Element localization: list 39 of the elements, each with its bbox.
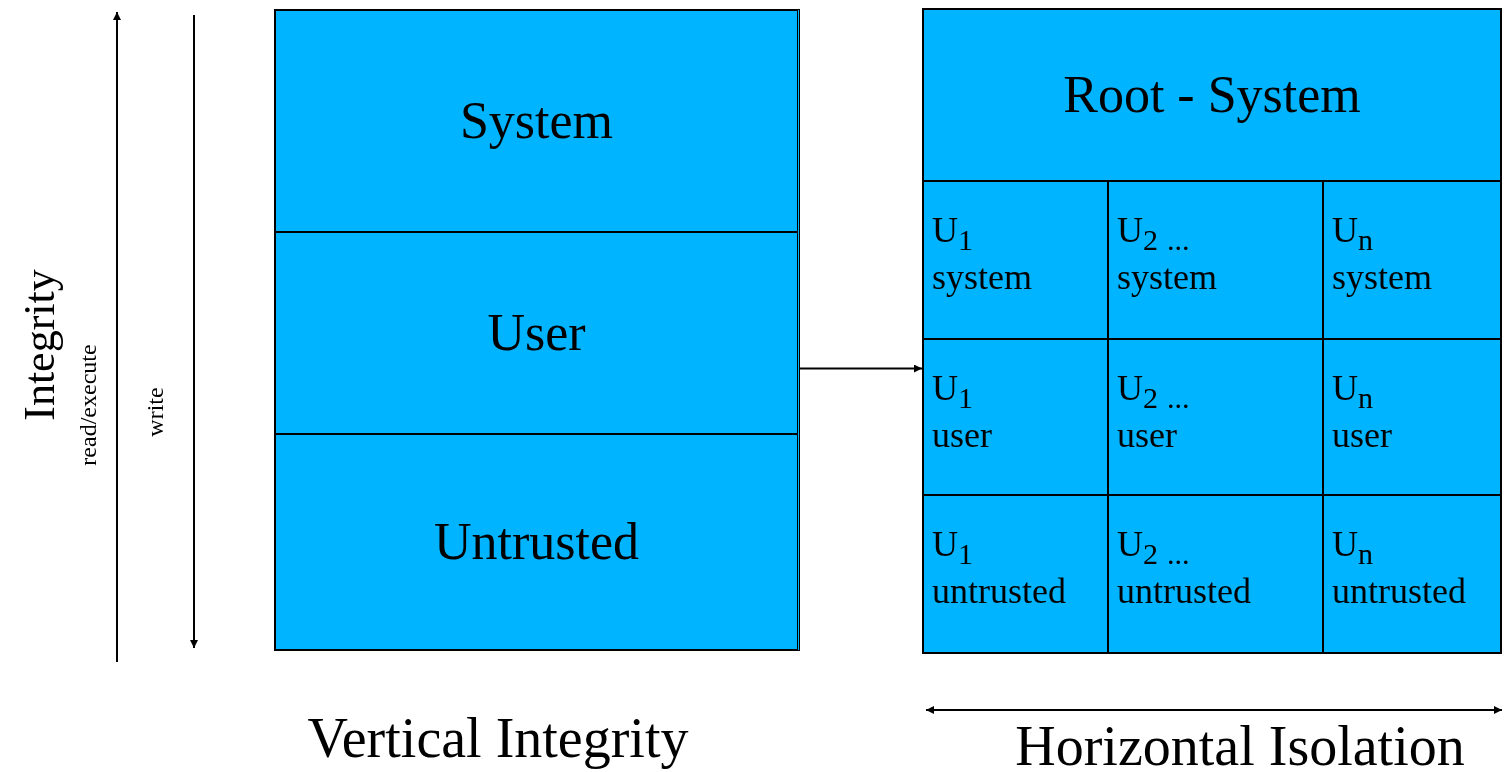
layer-band	[275, 10, 798, 232]
cell-text: untrusted	[1117, 573, 1252, 610]
axis-label: read/execute	[76, 344, 100, 466]
cell-text: system	[932, 259, 1033, 296]
grid-cell	[1108, 495, 1323, 653]
grid-cell	[923, 181, 1108, 339]
cell-text: system	[1117, 259, 1218, 296]
layer-label: User	[487, 307, 586, 359]
axis-label: Integrity	[18, 269, 62, 421]
cell-text: system	[1332, 259, 1433, 296]
arrow	[799, 364, 923, 373]
layer-label: System	[459, 95, 614, 147]
caption-text: Horizontal Isolation	[1015, 718, 1465, 772]
grid-cell	[923, 339, 1108, 495]
grid-cell	[1323, 495, 1501, 653]
grid-cell	[1108, 339, 1323, 495]
cell-text: user	[1117, 417, 1178, 454]
cell-text: untrusted	[932, 573, 1067, 610]
layer-label: Root - System	[1063, 69, 1361, 121]
grid-cell	[1108, 181, 1323, 339]
cell-text: user	[1332, 417, 1393, 454]
grid-cell	[1323, 339, 1501, 495]
user-index: U$_{1}$	[932, 526, 974, 570]
root-band	[923, 9, 1501, 181]
user-index: U$_{1}$	[932, 212, 974, 256]
grid-cell	[923, 495, 1108, 653]
cell-text: untrusted	[1332, 573, 1467, 610]
user-index: U$_{n}$	[1332, 212, 1374, 256]
layer-label: Untrusted	[433, 516, 640, 568]
user-index: U$_{n}$	[1332, 370, 1374, 414]
isolation-grid	[922, 8, 1502, 654]
grid-cell	[1323, 181, 1501, 339]
layer-stack	[274, 9, 800, 651]
user-index: U$_{n}$	[1332, 526, 1374, 570]
user-index: U$_{1}$	[932, 370, 974, 414]
layer-band	[275, 232, 798, 434]
cell-text: user	[932, 417, 993, 454]
layer-band	[275, 434, 798, 650]
axis-label: write	[143, 387, 167, 437]
